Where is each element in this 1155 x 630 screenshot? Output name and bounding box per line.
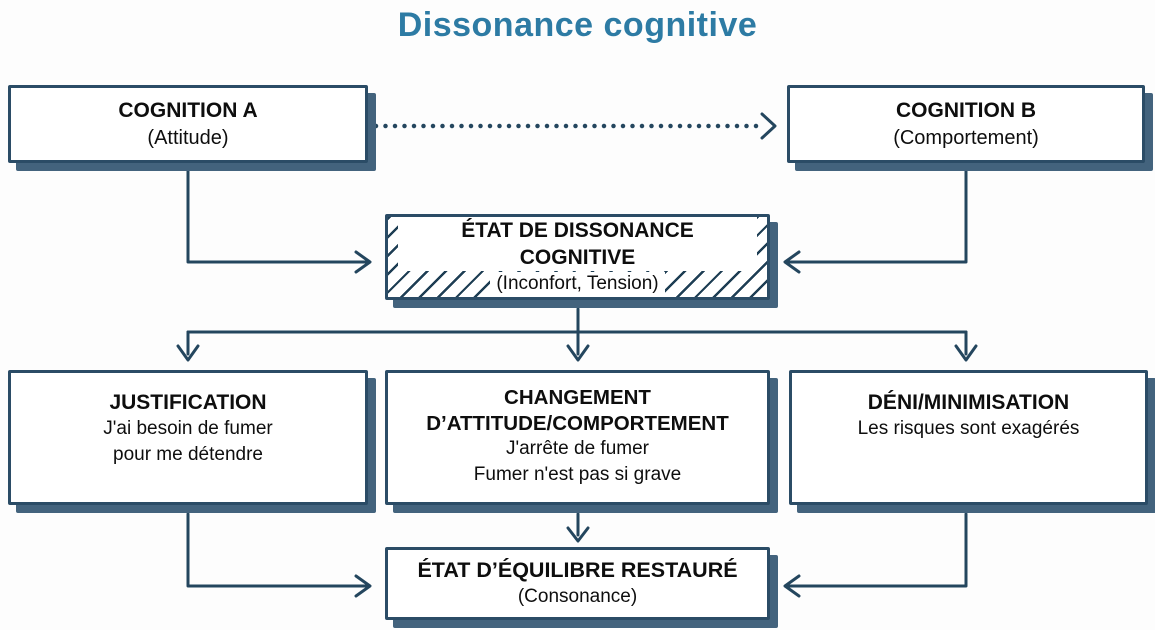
cognition-a-subtitle: (Attitude) [147, 126, 229, 149]
deni-title: DÉNI/MINIMISATION [867, 391, 1070, 414]
justification-line: J'ai besoin de fumer [103, 418, 273, 440]
box-dissonance-state: ÉTAT DE DISSONANCE COGNITIVE (Inconfort,… [385, 214, 770, 300]
box-deni-minimisation: DÉNI/MINIMISATION Les risques sont exagé… [789, 370, 1148, 505]
equilibre-subtitle: (Consonance) [517, 586, 638, 608]
justification-line: pour me détendre [113, 443, 263, 465]
dissonance-subtitle: (Inconfort, Tension) [490, 272, 665, 298]
dotted-arrow-a-to-b [373, 112, 777, 140]
arrow-b-to-dissonance [783, 164, 968, 274]
cognition-b-title: COGNITION B [896, 99, 1036, 123]
justification-title: JUSTIFICATION [109, 391, 267, 414]
equilibre-title: ÉTAT D’ÉQUILIBRE RESTAURÉ [417, 558, 738, 583]
arrow-justification-to-equilibre [186, 512, 372, 598]
box-changement: CHANGEMENT D’ATTITUDE/COMPORTEMENT J'arr… [385, 370, 770, 505]
page-title: Dissonance cognitive [397, 6, 758, 44]
dissonance-title: ÉTAT DE DISSONANCE COGNITIVE [398, 216, 757, 272]
arrow-deni-to-equilibre [783, 512, 968, 598]
cognition-a-title: COGNITION A [118, 99, 258, 123]
deni-line: Les risques sont exagérés [857, 418, 1080, 440]
changement-line: J'arrête de fumer [505, 438, 650, 460]
changement-title-line2: D’ATTITUDE/COMPORTEMENT [426, 411, 729, 435]
box-cognition-b: COGNITION B (Comportement) [787, 85, 1145, 163]
branch-dissonance-to-options [176, 307, 978, 362]
arrow-a-to-dissonance [186, 164, 372, 274]
changement-title-line1: CHANGEMENT [504, 386, 651, 409]
box-cognition-a: COGNITION A (Attitude) [8, 85, 368, 163]
box-equilibre-restaure: ÉTAT D’ÉQUILIBRE RESTAURÉ (Consonance) [385, 547, 770, 620]
cognition-b-subtitle: (Comportement) [893, 126, 1039, 149]
arrow-changement-to-equilibre [566, 512, 590, 543]
box-justification: JUSTIFICATION J'ai besoin de fumer pour … [8, 370, 368, 505]
changement-line: Fumer n'est pas si grave [473, 463, 682, 485]
